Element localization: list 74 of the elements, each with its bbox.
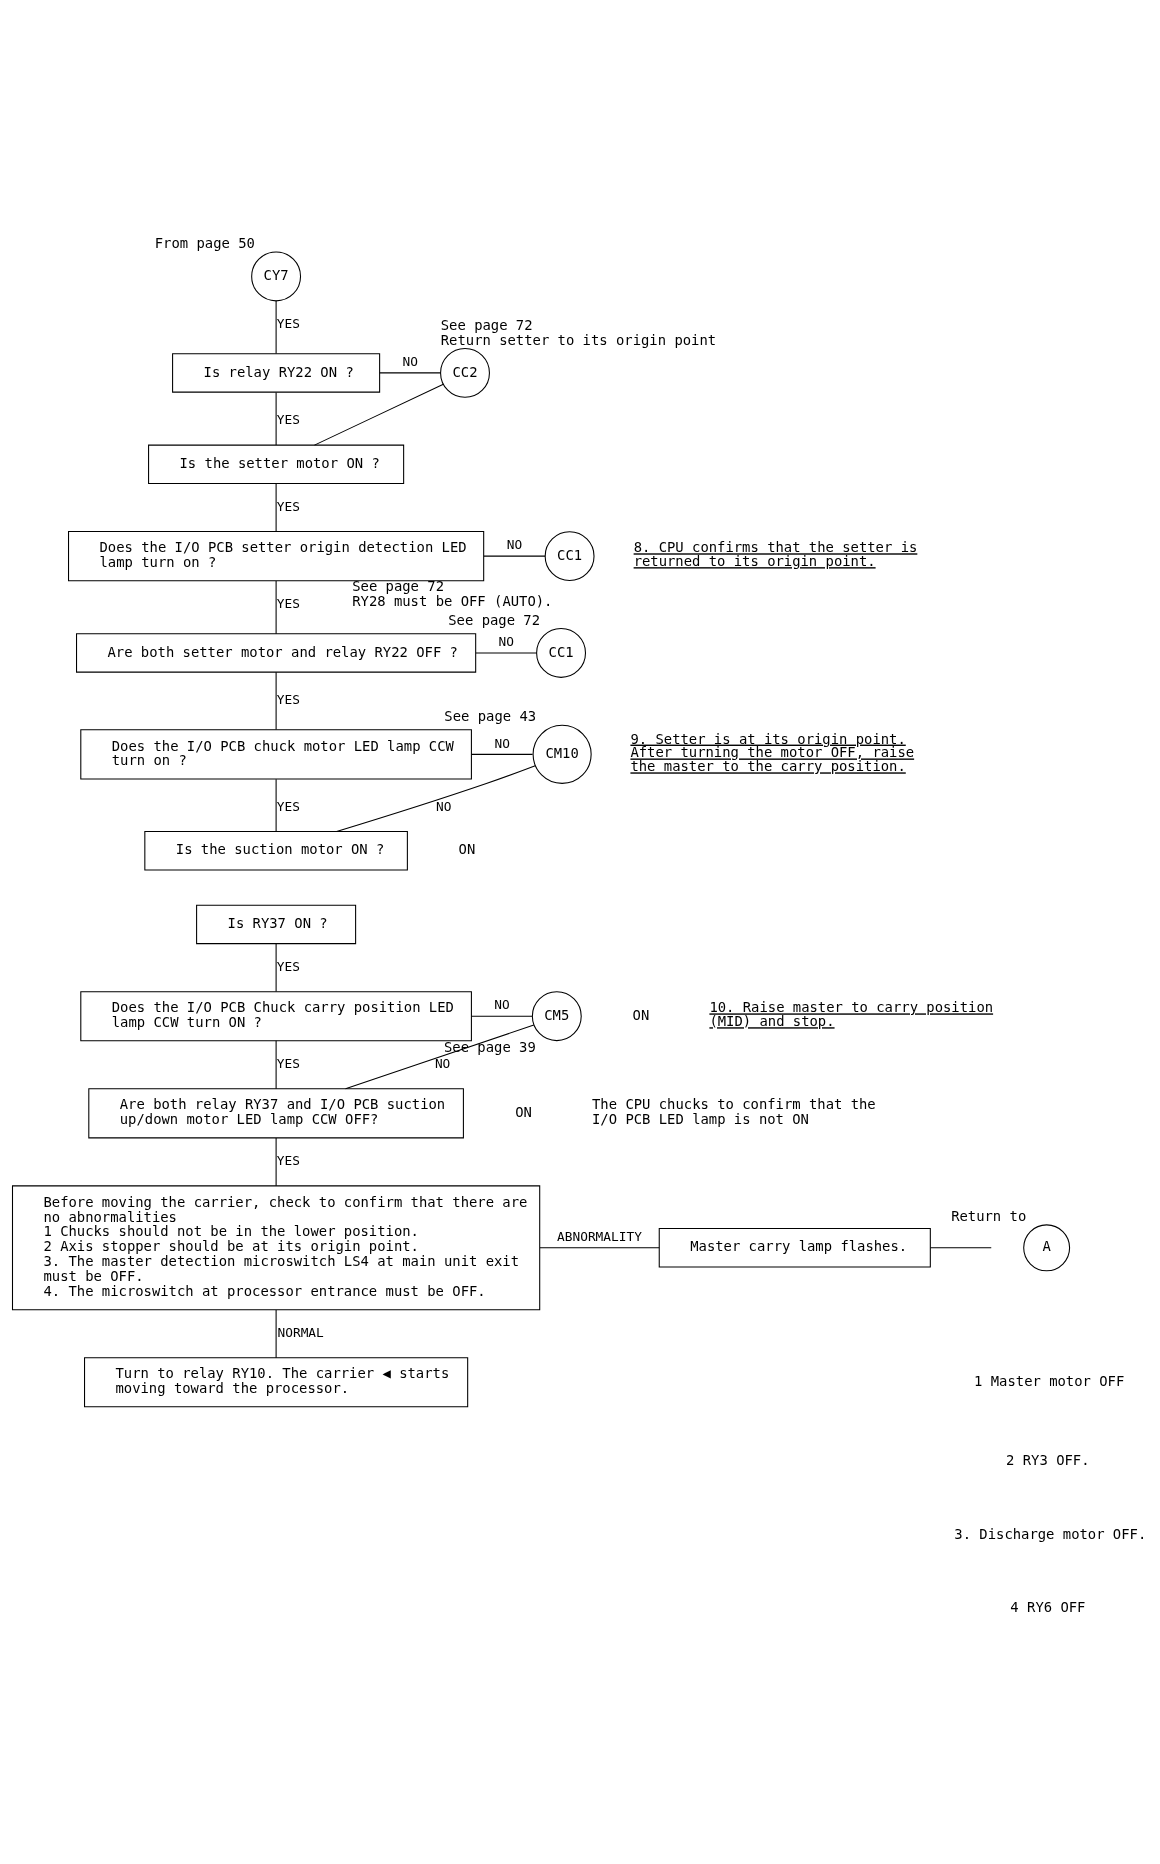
node-box: Is the setter motor ON ? (148, 444, 405, 484)
node-circle: CC1 (544, 530, 595, 581)
node-box: Turn to relay RY10. The carrier ◀ starts moving toward the processor. (84, 1356, 469, 1407)
connector (275, 1137, 277, 1186)
node-circle: A (1023, 1223, 1071, 1271)
label: ON (515, 1103, 532, 1120)
connector (275, 299, 277, 354)
edge-label: NORMAL (277, 1324, 324, 1340)
edge-label: YES (276, 411, 300, 427)
edge-label: YES (276, 1055, 300, 1071)
label: 1 Master motor OFF (974, 1372, 1125, 1389)
connector (275, 391, 277, 446)
edge-label: YES (276, 958, 300, 974)
node-box: Does the I/O PCB setter origin detection LED lamp turn on ? (68, 530, 485, 581)
node-circle: CY7 (251, 250, 302, 301)
node-box: Is relay RY22 ON ? (172, 352, 381, 393)
node-label: From page 50 (154, 234, 255, 251)
connector (275, 1308, 277, 1358)
label: ON (632, 1006, 650, 1023)
connector (539, 1246, 660, 1248)
edge-label: YES (276, 498, 300, 514)
connector (275, 1039, 277, 1089)
edge-label: NO (434, 1055, 451, 1071)
node-label: See page 39 (443, 1038, 536, 1055)
edge-label: YES (276, 1152, 300, 1168)
connector (475, 651, 538, 653)
connector (313, 383, 444, 446)
connector (471, 753, 534, 755)
edge-label: NO (494, 996, 510, 1012)
label: ON (458, 840, 476, 857)
connector (336, 764, 536, 832)
connector (275, 580, 277, 634)
edge-label: YES (276, 798, 300, 814)
connector (275, 482, 277, 532)
node-box: Does the I/O PCB Chuck carry position LED lamp CCW turn ON ? (80, 990, 472, 1041)
node-circle: CM5 (531, 990, 582, 1041)
node-label: See page 43 (444, 707, 537, 724)
connector (275, 943, 277, 992)
edge-label: NO (506, 536, 523, 552)
node-circle: CC1 (536, 627, 587, 678)
label: 3. Discharge motor OFF. (954, 1525, 1147, 1542)
edge-label: YES (276, 315, 300, 331)
label: 9. Setter is at its origin point. After turning the motor OFF, raise the master to the carry position. (630, 730, 915, 774)
node-circle: CC2 (440, 347, 490, 398)
label: 4 RY6 OFF (1010, 1598, 1086, 1615)
node-box: Is the suction motor ON ? (144, 830, 408, 871)
node-box: Does the I/O PCB chuck motor LED lamp CCW turn on ? (80, 728, 472, 779)
connector (275, 671, 277, 730)
edge-label: YES (276, 595, 300, 611)
edge-label: NO (402, 353, 418, 369)
label: 2 RY3 OFF. (1006, 1451, 1090, 1468)
edge-label: NO (435, 798, 452, 814)
node-box: Before moving the carrier, check to confirm that there are no abnormalities 1 Chucks should not be in the lower position. 2 Axis stopper should be at its origin point. 3. The master detection microswitch LS4 at main unit exit must be OFF. 4. The microswitch at processor entrance must be OFF. (11, 1184, 541, 1310)
connector (470, 1015, 533, 1017)
node-box: Master carry lamp flashes. (658, 1227, 931, 1268)
node-box: Are both setter motor and relay RY22 OFF ? (76, 632, 477, 673)
node-box: Is RY37 ON ? (196, 904, 357, 944)
node-label: See page 72 (440, 316, 533, 333)
edge-label: NO (498, 633, 514, 649)
connector (345, 1024, 535, 1089)
edge-label: YES (276, 691, 300, 707)
label: 8. CPU confirms that the setter is returned to its origin point. (633, 538, 918, 569)
node-circle: CM10 (532, 724, 592, 784)
connector (483, 555, 546, 557)
edge-label: ABNORMALITY (557, 1228, 642, 1244)
label: The CPU chucks to confirm that the I/O PCB LED lamp is not ON (592, 1095, 876, 1127)
connector (275, 778, 277, 832)
node-label: Return to (951, 1207, 1027, 1224)
node-label: See page 72 (448, 611, 541, 628)
node-box: Are both relay RY37 and I/O PCB suction up/down motor LED lamp CCW OFF? (88, 1087, 464, 1138)
label: 10. Raise master to carry position (MID) and stop. (709, 998, 994, 1029)
edge-label: NO (494, 735, 510, 751)
connector (379, 371, 442, 373)
connector (930, 1246, 992, 1248)
